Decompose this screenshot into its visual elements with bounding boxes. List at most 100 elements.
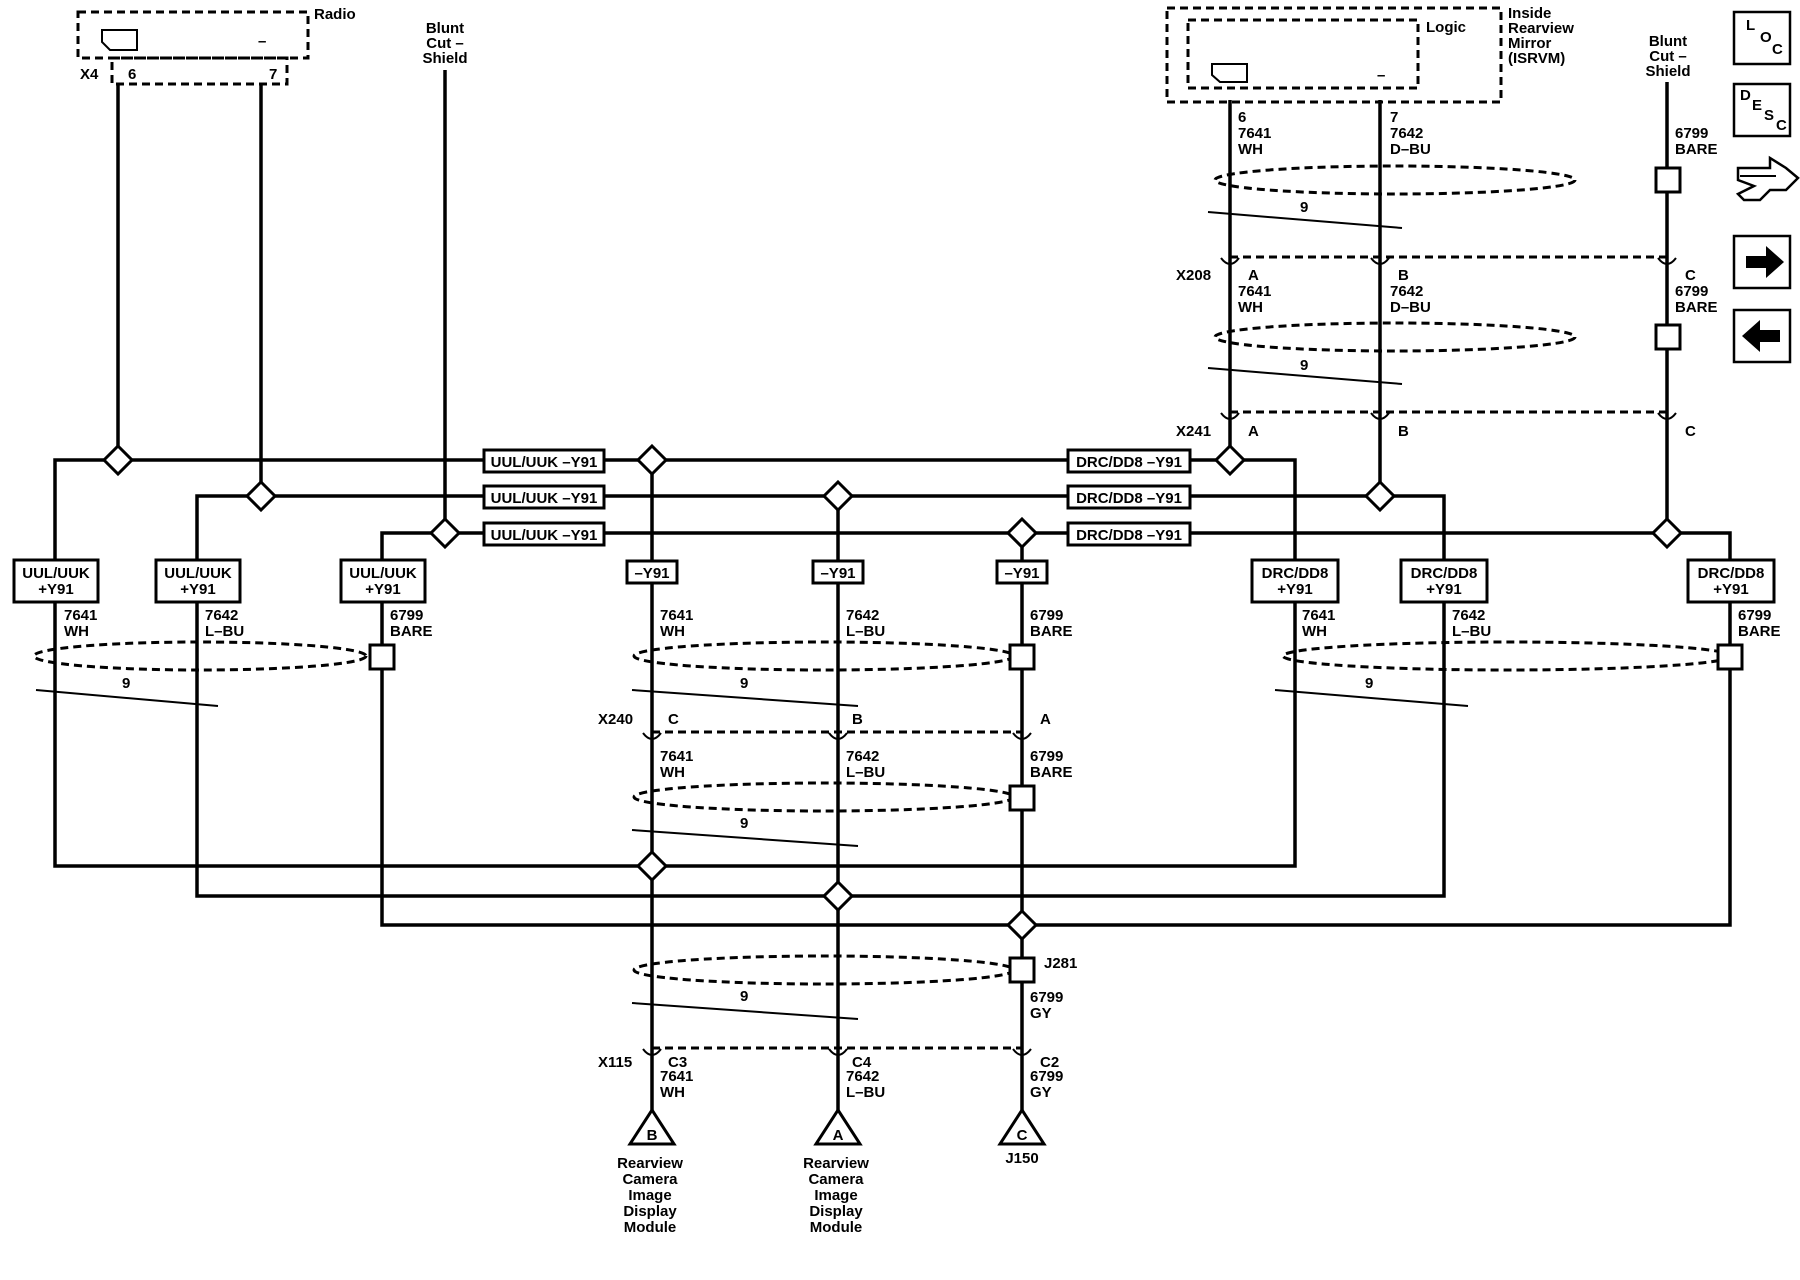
nav-loc-o: O (1760, 29, 1772, 46)
x240-pin-b-label: B (852, 711, 863, 728)
arrow-right-icon (1746, 246, 1784, 278)
uul-plus-box-2 (154, 558, 242, 604)
terminal-b-triangle (627, 1107, 677, 1146)
isrvm-name-line-2: Rearview (1508, 20, 1574, 37)
radio-pin-7: 7 (269, 66, 277, 83)
isrvm-dash: – (1377, 67, 1385, 84)
twist-label-3: 9 (122, 675, 130, 692)
splice-center-bare-bottom (1005, 908, 1039, 942)
blunt-cut-right-line-3: Shield (1645, 63, 1690, 80)
x115-label: X115 (598, 1054, 632, 1071)
x240-lbu-circuit: 7642 (846, 748, 879, 765)
twist-line-4 (631, 689, 859, 707)
x241-pin-c (1657, 412, 1677, 420)
terminal-a-line-4: Display (809, 1203, 863, 1220)
x115-pin-c2 (1012, 1048, 1032, 1056)
drc-plus-3-line-2: +Y91 (1713, 581, 1748, 598)
x240-pin-a-label: A (1040, 711, 1051, 728)
uul-plus-box-1 (12, 558, 100, 604)
splices (101, 443, 1684, 942)
mid-bare-circuit: 6799 (1675, 283, 1708, 300)
radio-pin-6: 6 (128, 66, 136, 83)
x115-gy-color: GY (1030, 1084, 1052, 1101)
shield-ellipse-2 (1213, 321, 1577, 353)
left-lbu-color: L–BU (205, 623, 244, 640)
isrvm-wh-circuit: 7641 (1238, 125, 1271, 142)
left-lbu-circuit: 7642 (205, 607, 238, 624)
drain-box-7 (1008, 956, 1036, 984)
mid-dbu-color: D–BU (1390, 299, 1431, 316)
isrvm-name-line-4: (ISRVM) (1508, 50, 1565, 67)
splice-center-lbu-bottom (821, 879, 855, 913)
x115-lbu-circuit: 7642 (846, 1068, 879, 1085)
blunt-cut-line-2: Cut – (426, 35, 464, 52)
terminal-c-letter: C (1017, 1127, 1028, 1144)
center-bare-circuit: 6799 (1030, 607, 1063, 624)
arrow-right-button[interactable] (1732, 234, 1792, 290)
twist-line-2 (1207, 367, 1403, 385)
terminal-a-line-3: Image (814, 1187, 857, 1204)
y91-box-3 (995, 559, 1049, 585)
drc-y91-label-3: DRC/DD8 –Y91 (1076, 527, 1182, 544)
radio-connector-icon (101, 29, 138, 51)
y91-box-1 (625, 559, 679, 585)
nav-loc-frame[interactable] (1732, 10, 1792, 66)
x241-pin-c-label: C (1685, 423, 1696, 440)
x241-label: X241 (1176, 423, 1211, 440)
nav-desc-d: D (1740, 87, 1751, 104)
twist-line-7 (631, 1002, 859, 1020)
uul-y91-label-2: UUL/UUK –Y91 (491, 490, 598, 507)
x115-pin-c4 (828, 1048, 848, 1056)
mid-wh-circuit: 7641 (1238, 283, 1271, 300)
x115-wh-color: WH (660, 1084, 685, 1101)
nav-loc-button[interactable]: L O C (1732, 10, 1792, 66)
shield-ellipse-4 (632, 640, 1016, 672)
terminal-b-line-3: Image (628, 1187, 671, 1204)
connector-x241: X241 A B C (1176, 410, 1696, 440)
isrvm-name-line-1: Inside (1508, 5, 1551, 22)
right-bare-circuit: 6799 (1738, 607, 1771, 624)
twist-line-3 (35, 689, 219, 707)
blunt-cut-right-line-1: Blunt (1649, 33, 1687, 50)
uul-y91-label-1: UUL/UUK –Y91 (491, 454, 598, 471)
center-wh-color: WH (660, 623, 685, 640)
x240-pin-c-label: C (668, 711, 679, 728)
nav-desc-e: E (1752, 97, 1762, 114)
y91-box-2 (811, 559, 865, 585)
uul-plus-1-line-2: +Y91 (38, 581, 73, 598)
drc-plus-1-line-2: +Y91 (1277, 581, 1312, 598)
shield-ellipse-7 (632, 954, 1016, 986)
drc-plus-3-line-1: DRC/DD8 (1698, 565, 1765, 582)
blunt-cut-line-3: Shield (422, 50, 467, 67)
drc-plus-box-2 (1399, 558, 1489, 604)
connector-tool-icon[interactable] (1735, 155, 1800, 202)
mid-wh-color: WH (1238, 299, 1263, 316)
arrow-left-button[interactable] (1732, 308, 1792, 364)
connector-tool-shape[interactable] (1735, 155, 1800, 202)
nav-desc-button[interactable]: D E S C (1732, 82, 1792, 138)
drc-plus-2-line-1: DRC/DD8 (1411, 565, 1478, 582)
drc-y91-label-1: DRC/DD8 –Y91 (1076, 454, 1182, 471)
terminal-a-letter: A (833, 1127, 844, 1144)
splice-radio-lbu (244, 479, 278, 513)
radio-connector-label: X4 (80, 66, 99, 83)
twist-label-7: 9 (740, 988, 748, 1005)
left-bare-color: BARE (390, 623, 433, 640)
uul-plus-2-line-1: UUL/UUK (164, 565, 232, 582)
x115-pin-c3-label: C3 (668, 1054, 687, 1071)
y91-label-3: –Y91 (1004, 565, 1039, 582)
uul-y91-box-3 (482, 521, 606, 547)
x208-pin-b-label: B (1398, 267, 1409, 284)
uul-plus-1-line-1: UUL/UUK (22, 565, 90, 582)
x240-bare-color: BARE (1030, 764, 1073, 781)
splice-center-bare-top (1005, 516, 1039, 550)
isrvm-pin-7: 7 (1390, 109, 1398, 126)
shield-ellipse-1 (1213, 164, 1577, 196)
isrvm-connector-icon (1211, 63, 1248, 83)
right-wh-circuit: 7641 (1302, 607, 1335, 624)
x240-bare-circuit: 6799 (1030, 748, 1063, 765)
blunt-cut-shield-left: Blunt Cut – Shield (422, 20, 467, 67)
twist-line-5 (1274, 689, 1469, 707)
nav-desc-frame[interactable] (1732, 82, 1792, 138)
